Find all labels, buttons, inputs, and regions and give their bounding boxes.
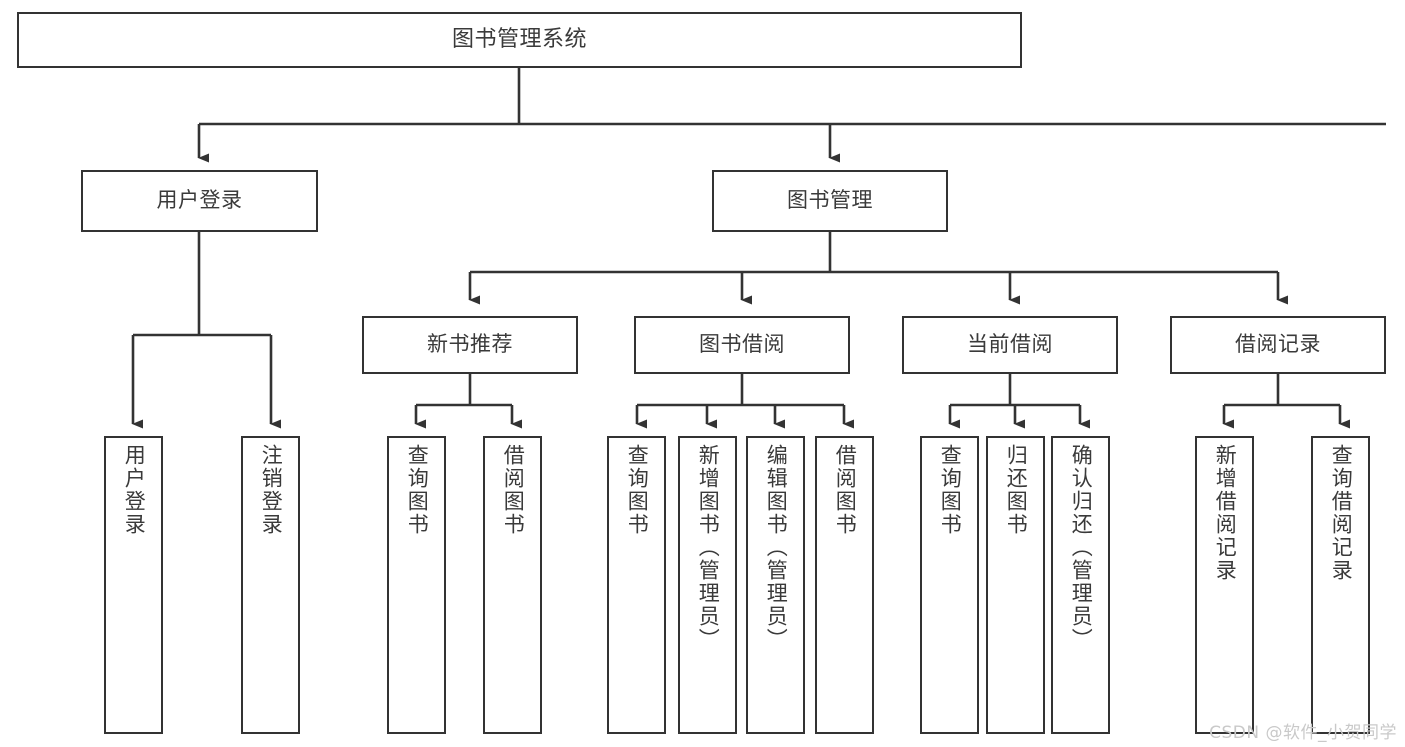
node-leaf-borrow-book[interactable]: 借阅图书 <box>815 436 874 734</box>
node-leaf-logout-label: 注销登录 <box>259 444 284 536</box>
node-leaf-return-book[interactable]: 归还图书 <box>986 436 1045 734</box>
node-leaf-borrow-book-label: 借阅图书 <box>833 444 858 536</box>
node-leaf-confirm-return-label: 确认归还（管理员） <box>1069 444 1094 651</box>
node-leaf-add-borrow-record[interactable]: 新增借阅记录 <box>1195 436 1254 734</box>
watermark: CSDN @软件_小贺同学 <box>1209 723 1397 743</box>
node-leaf-add-book-label: 新增图书（管理员） <box>696 444 721 651</box>
node-leaf-query-book-current-label: 查询图书 <box>938 444 963 536</box>
node-current-borrow[interactable]: 当前借阅 <box>902 316 1118 374</box>
node-user-login-label: 用户登录 <box>156 188 243 213</box>
node-leaf-query-book-new-label: 查询图书 <box>405 444 430 536</box>
node-book-management-label: 图书管理 <box>787 188 873 213</box>
node-leaf-add-book[interactable]: 新增图书（管理员） <box>678 436 737 734</box>
node-leaf-query-borrow-record-label: 查询借阅记录 <box>1329 444 1354 582</box>
node-borrow-record[interactable]: 借阅记录 <box>1170 316 1386 374</box>
node-borrow-record-label: 借阅记录 <box>1235 332 1321 357</box>
node-leaf-query-book-borrow-label: 查询图书 <box>625 444 650 536</box>
node-leaf-edit-book-label: 编辑图书（管理员） <box>764 444 789 651</box>
node-leaf-query-borrow-record[interactable]: 查询借阅记录 <box>1311 436 1370 734</box>
node-new-book-recommend[interactable]: 新书推荐 <box>362 316 578 374</box>
node-book-borrow-label: 图书借阅 <box>699 332 785 357</box>
node-leaf-logout[interactable]: 注销登录 <box>241 436 300 734</box>
node-leaf-query-book-current[interactable]: 查询图书 <box>920 436 979 734</box>
node-leaf-borrow-book-new[interactable]: 借阅图书 <box>483 436 542 734</box>
node-leaf-query-book-new[interactable]: 查询图书 <box>387 436 446 734</box>
node-current-borrow-label: 当前借阅 <box>967 332 1053 357</box>
node-new-book-recommend-label: 新书推荐 <box>427 332 513 357</box>
node-leaf-user-login[interactable]: 用户登录 <box>104 436 163 734</box>
node-user-login[interactable]: 用户登录 <box>81 170 318 232</box>
node-book-borrow[interactable]: 图书借阅 <box>634 316 850 374</box>
node-root-label: 图书管理系统 <box>451 27 587 53</box>
node-leaf-add-borrow-record-label: 新增借阅记录 <box>1213 444 1238 582</box>
node-leaf-confirm-return[interactable]: 确认归还（管理员） <box>1051 436 1110 734</box>
node-leaf-borrow-book-new-label: 借阅图书 <box>501 444 526 536</box>
node-leaf-user-login-label: 用户登录 <box>122 444 147 536</box>
node-leaf-edit-book[interactable]: 编辑图书（管理员） <box>746 436 805 734</box>
node-leaf-query-book-borrow[interactable]: 查询图书 <box>607 436 666 734</box>
node-book-management[interactable]: 图书管理 <box>712 170 948 232</box>
node-root[interactable]: 图书管理系统 <box>17 12 1022 68</box>
node-leaf-return-book-label: 归还图书 <box>1004 444 1029 536</box>
